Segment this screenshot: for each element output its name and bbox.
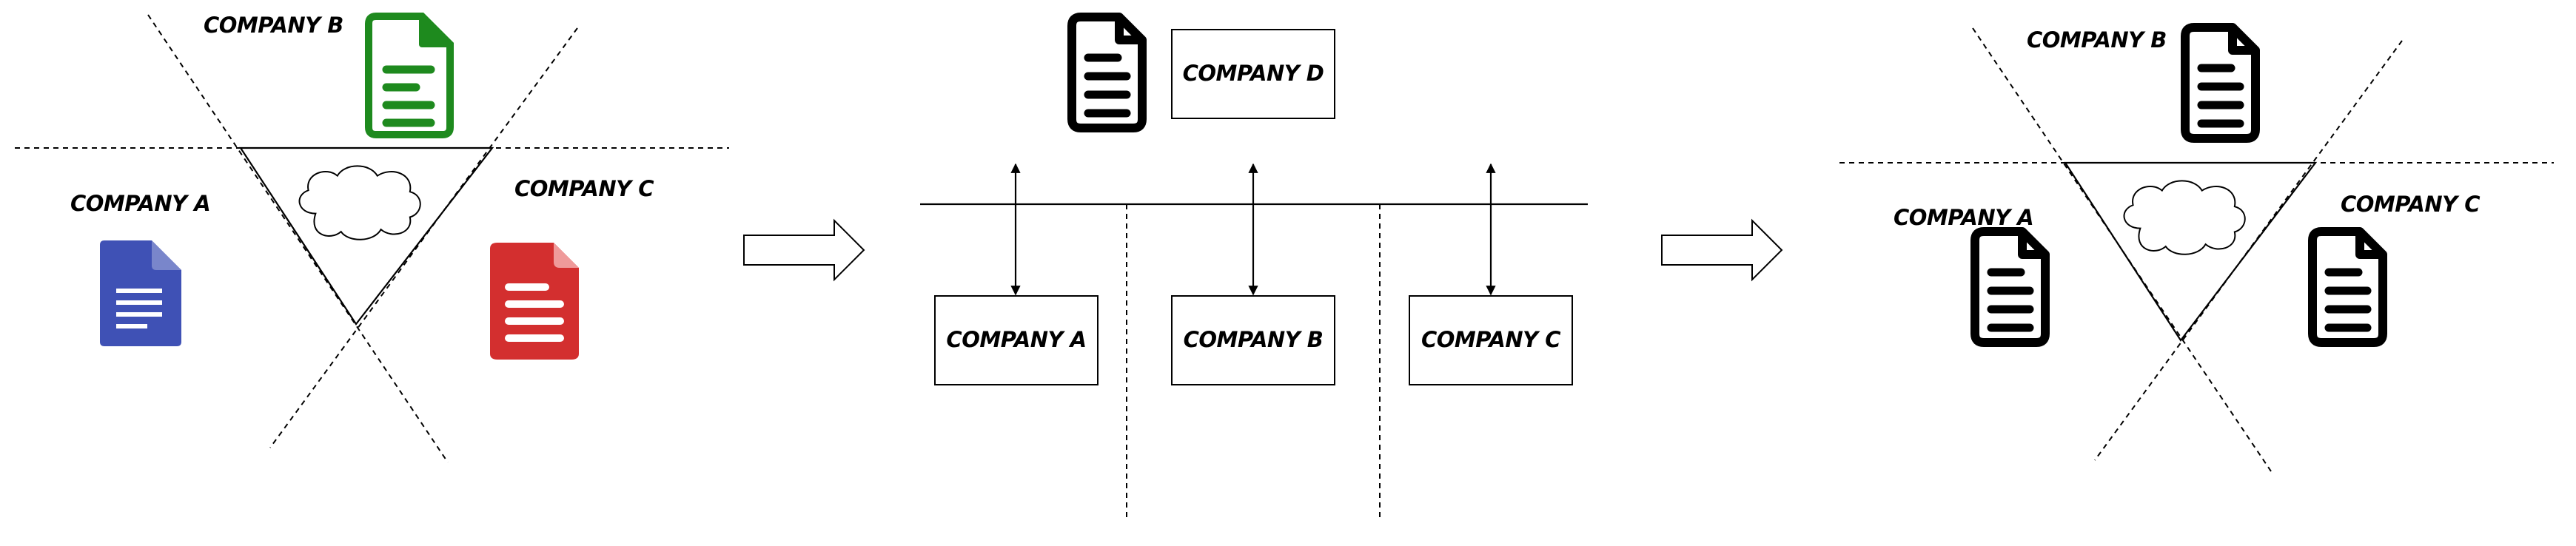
right-dashed-diag-1 xyxy=(1972,27,2273,474)
right-label-company-c: COMPANY C xyxy=(2341,192,2480,217)
middle-box-company-b: COMPANY B xyxy=(1171,295,1335,385)
left-dashed-diag-2 xyxy=(269,27,578,448)
right-label-company-b: COMPANY B xyxy=(2027,27,2167,53)
middle-label-company-b: COMPANY B xyxy=(1184,327,1324,352)
middle-panel: COMPANY D COMPANY A COMPANY B COMPANY C xyxy=(920,17,1588,522)
middle-box-company-a: COMPANY A xyxy=(934,295,1099,385)
arrow-right-icon xyxy=(1661,218,1783,282)
right-triangle xyxy=(2063,161,2318,342)
left-cloud-icon xyxy=(298,165,421,240)
red-document-icon xyxy=(490,243,579,360)
left-triangle xyxy=(238,146,494,326)
middle-box-company-d: COMPANY D xyxy=(1171,29,1335,119)
middle-box-company-c: COMPANY C xyxy=(1409,295,1573,385)
right-document-icon-a xyxy=(1975,232,2045,343)
right-panel: COMPANY B COMPANY A COMPANY C xyxy=(1839,27,2554,474)
middle-label-company-d: COMPANY D xyxy=(1183,61,1324,86)
right-document-icon-c xyxy=(2312,232,2383,343)
middle-label-company-a: COMPANY A xyxy=(946,327,1086,352)
left-label-company-a: COMPANY A xyxy=(70,191,210,216)
left-panel: COMPANY B COMPANY A COMPANY C xyxy=(15,13,729,463)
right-label-company-a: COMPANY A xyxy=(1894,205,2033,230)
right-cloud-icon xyxy=(2123,180,2246,255)
left-label-company-b: COMPANY B xyxy=(204,13,343,38)
middle-label-company-c: COMPANY C xyxy=(1421,327,1560,352)
middle-document-icon xyxy=(1072,17,1142,128)
left-dashed-diag-1 xyxy=(147,14,449,463)
left-label-company-c: COMPANY C xyxy=(514,176,654,201)
green-document-icon xyxy=(365,13,454,138)
arrow-right-icon xyxy=(743,218,865,282)
blue-document-icon xyxy=(100,240,181,346)
right-document-icon-b xyxy=(2185,27,2255,138)
